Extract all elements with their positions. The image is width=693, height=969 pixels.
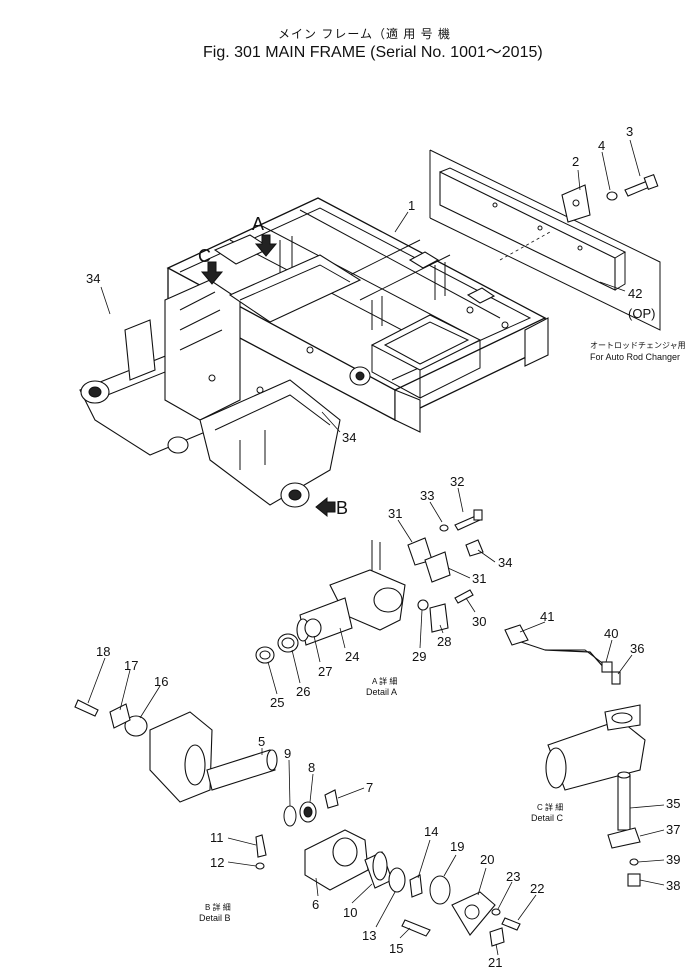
part-label: 2: [572, 154, 579, 169]
part-label: 41: [540, 609, 554, 624]
part-label: 27: [318, 664, 332, 679]
part-label: 6: [312, 897, 319, 912]
part-label: 13: [362, 928, 376, 943]
part-label: 25: [270, 695, 284, 710]
counterweight-panel: [429, 149, 661, 331]
part-label: 10: [343, 905, 357, 920]
part-label: 35: [666, 796, 680, 811]
part-label: 16: [154, 674, 168, 689]
part-label: 34: [342, 430, 356, 445]
optional-label: (OP): [628, 306, 655, 321]
main-frame-assembly: [79, 197, 549, 508]
detail-b-caption-en: Detail B: [199, 913, 231, 923]
view-arrow-b: B: [315, 496, 348, 518]
part-label: 21: [488, 955, 502, 969]
arrow-label-c: C: [198, 246, 211, 266]
part-label: 38: [666, 878, 680, 893]
part-label: 31: [472, 571, 486, 586]
detail-c-assembly: [504, 624, 646, 887]
part-label: 17: [124, 658, 138, 673]
detail-c-caption-en: Detail C: [531, 813, 564, 823]
part-label: 12: [210, 855, 224, 870]
part-label: 15: [389, 941, 403, 956]
part-label: 8: [308, 760, 315, 775]
part-labels: 1 2 3 4 42 34 34 34 31 31 32 33 30 28 29…: [86, 124, 680, 969]
captions: (OP) オートロッドチェンジャ用 For Auto Rod Changer A…: [199, 306, 686, 923]
arrow-label-b: B: [336, 498, 348, 518]
part-label: 34: [498, 555, 512, 570]
part-label: 42: [628, 286, 642, 301]
part-label: 30: [472, 614, 486, 629]
part-label: 5: [258, 734, 265, 749]
part-label: 3: [626, 124, 633, 139]
detail-a-assembly: [255, 509, 484, 664]
auto-rod-caption-en: For Auto Rod Changer: [590, 352, 680, 362]
part-label: 33: [420, 488, 434, 503]
detail-b-caption-jp: B 詳 細: [205, 902, 231, 912]
part-label: 19: [450, 839, 464, 854]
leader-lines: [87, 139, 665, 956]
bracket-bolt-group: [561, 173, 659, 223]
detail-c-caption-jp: C 詳 細: [537, 802, 563, 812]
part-label: 26: [296, 684, 310, 699]
part-label: 9: [284, 746, 291, 761]
part-label: 34: [86, 271, 100, 286]
view-arrow-a: A: [252, 214, 278, 257]
part-label: 7: [366, 780, 373, 795]
title-japanese: メイン フレーム（適 用 号 機: [278, 26, 451, 41]
part-label: 1: [408, 198, 415, 213]
title-english: Fig. 301 MAIN FRAME (Serial No. 1001～201…: [203, 44, 543, 61]
detail-a-caption-jp: A 詳 細: [372, 676, 397, 686]
part-label: 32: [450, 474, 464, 489]
part-label: 11: [210, 830, 224, 845]
part-label: 20: [480, 852, 494, 867]
part-label: 18: [96, 644, 110, 659]
detail-b-assembly: [74, 699, 521, 947]
part-label: 37: [666, 822, 680, 837]
part-label: 39: [666, 852, 680, 867]
part-label: 23: [506, 869, 520, 884]
part-label: 29: [412, 649, 426, 664]
part-label: 28: [437, 634, 451, 649]
part-label: 14: [424, 824, 438, 839]
auto-rod-caption-jp: オートロッドチェンジャ用: [590, 341, 686, 350]
detail-a-caption-en: Detail A: [366, 687, 397, 697]
view-arrow-c: C: [198, 246, 224, 285]
part-label: 31: [388, 506, 402, 521]
part-label: 4: [598, 138, 605, 153]
arrow-label-a: A: [252, 214, 264, 234]
part-label: 24: [345, 649, 359, 664]
part-label: 22: [530, 881, 544, 896]
part-label: 36: [630, 641, 644, 656]
part-label: 40: [604, 626, 618, 641]
